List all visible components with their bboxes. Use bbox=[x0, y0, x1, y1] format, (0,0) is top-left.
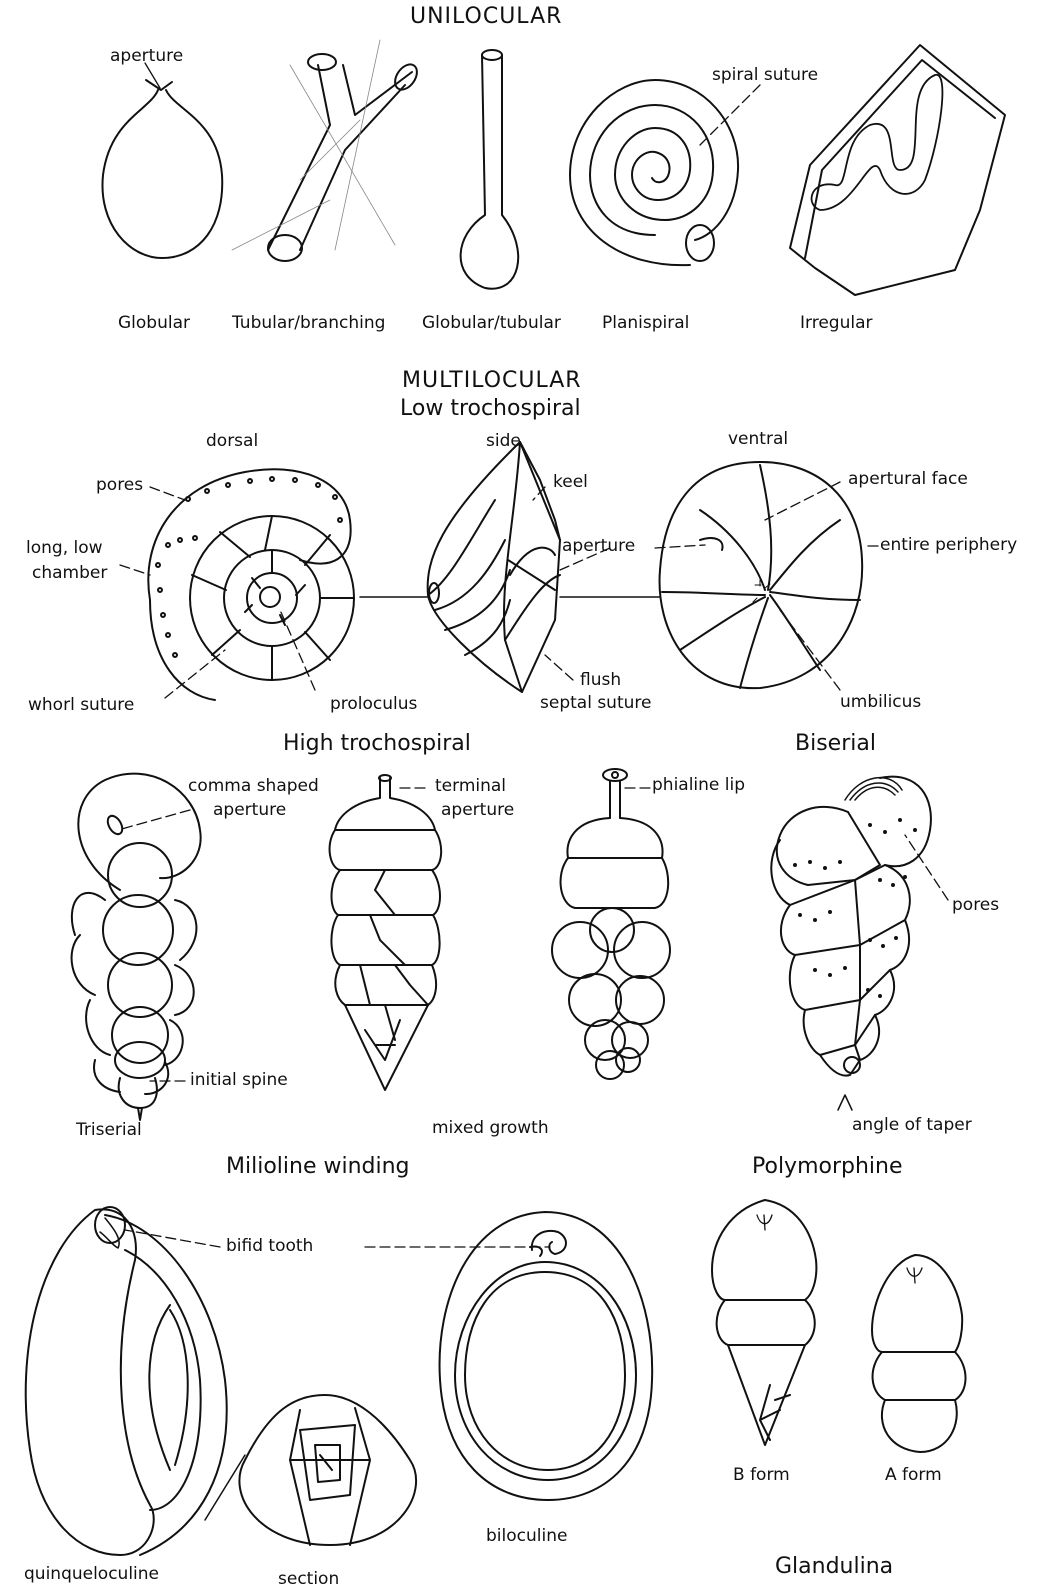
biserial-test-drawing bbox=[771, 777, 931, 1110]
entire-periphery-callout: entire periphery bbox=[880, 537, 1017, 554]
milioline-winding-title: Milioline winding bbox=[226, 1156, 410, 1178]
keel-callout: keel bbox=[553, 474, 588, 491]
caption-tubular-branching: Tubular/branching bbox=[232, 315, 385, 332]
unilocular-heading: UNILOCULAR bbox=[410, 6, 562, 28]
caption-mixed-growth: mixed growth bbox=[432, 1120, 549, 1137]
side-view-drawing bbox=[360, 442, 660, 692]
pores-callout: pores bbox=[96, 477, 143, 494]
terminal-aperture-callout-2: aperture bbox=[441, 802, 514, 819]
caption-globular-tubular: Globular/tubular bbox=[422, 315, 561, 332]
globular-test-drawing bbox=[102, 80, 222, 258]
section-drawing bbox=[239, 1395, 416, 1545]
caption-globular: Globular bbox=[118, 315, 190, 332]
dorsal-view-drawing bbox=[148, 469, 354, 700]
view-ventral: ventral bbox=[728, 431, 788, 448]
irregular-test-drawing bbox=[790, 45, 1005, 295]
proloculus-callout: proloculus bbox=[330, 696, 417, 713]
phialine-lip-test-drawing bbox=[552, 769, 670, 1079]
comma-shaped-callout-2: aperture bbox=[213, 802, 286, 819]
view-side: side bbox=[486, 433, 521, 450]
comma-shaped-callout-1: comma shaped bbox=[188, 778, 319, 795]
septal-suture-callout: septal suture bbox=[540, 695, 651, 712]
caption-biloculine: biloculine bbox=[486, 1528, 567, 1545]
initial-spine-callout: initial spine bbox=[190, 1072, 288, 1089]
multilocular-heading: MULTILOCULAR bbox=[402, 370, 582, 392]
caption-irregular: Irregular bbox=[800, 315, 872, 332]
spiral-suture-callout: spiral suture bbox=[712, 67, 818, 84]
tubular-branching-test-drawing bbox=[232, 40, 421, 261]
phialine-lip-callout: phialine lip bbox=[652, 777, 745, 794]
triserial-test-drawing bbox=[72, 774, 201, 1120]
caption-quinqueloculine: quinqueloculine bbox=[24, 1566, 159, 1583]
flush-callout: flush bbox=[580, 672, 621, 689]
apertural-face-callout: apertural face bbox=[848, 471, 968, 488]
biloculine-test-drawing bbox=[440, 1212, 653, 1500]
terminal-aperture-callout-1: terminal bbox=[435, 778, 506, 795]
whorl-suture-callout: whorl suture bbox=[28, 697, 134, 714]
globular-tubular-test-drawing bbox=[461, 50, 519, 289]
biserial-title: Biserial bbox=[795, 733, 876, 755]
angle-of-taper-callout: angle of taper bbox=[852, 1117, 972, 1134]
caption-planispiral: Planispiral bbox=[602, 315, 689, 332]
glandulina-title: Glandulina bbox=[775, 1556, 893, 1578]
aperture-callout: aperture bbox=[110, 48, 183, 65]
a-form-test-drawing bbox=[872, 1255, 966, 1452]
caption-b-form: B form bbox=[733, 1467, 790, 1484]
view-dorsal: dorsal bbox=[206, 433, 258, 450]
b-form-test-drawing bbox=[712, 1200, 816, 1445]
mixed-growth-test-drawing bbox=[330, 775, 442, 1090]
umbilicus-callout: umbilicus bbox=[840, 694, 921, 711]
caption-section: section bbox=[278, 1571, 339, 1588]
biserial-pores-callout: pores bbox=[952, 897, 999, 914]
long-low-chamber-callout-2: chamber bbox=[32, 565, 107, 582]
side-aperture-callout: aperture bbox=[562, 538, 635, 555]
planispiral-test-drawing bbox=[570, 80, 738, 265]
caption-a-form: A form bbox=[885, 1467, 942, 1484]
quinqueloculine-test-drawing bbox=[26, 1207, 245, 1555]
caption-triserial: Triserial bbox=[76, 1122, 142, 1139]
high-trochospiral-title: High trochospiral bbox=[283, 733, 471, 755]
ventral-view-drawing bbox=[660, 462, 863, 688]
long-low-chamber-callout-1: long, low bbox=[26, 540, 103, 557]
bifid-tooth-callout: bifid tooth bbox=[226, 1238, 313, 1255]
polymorphine-title: Polymorphine bbox=[752, 1156, 903, 1178]
low-trochospiral-title: Low trochospiral bbox=[400, 398, 581, 420]
